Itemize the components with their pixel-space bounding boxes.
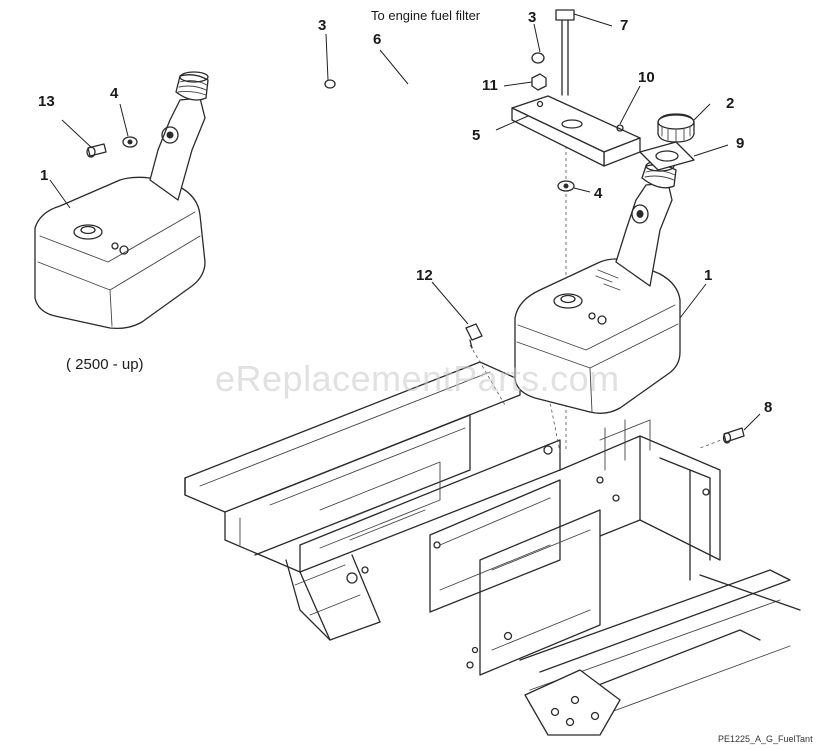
fuel-tank-main bbox=[514, 160, 681, 414]
label-part-5: 5 bbox=[472, 127, 481, 144]
label-part-3-left: 3 bbox=[318, 17, 327, 34]
label-part-10: 10 bbox=[638, 69, 655, 86]
fuel-line bbox=[338, 40, 532, 102]
watermark: eReplacementParts.com bbox=[215, 358, 620, 399]
bolt-frame bbox=[722, 427, 745, 444]
label-part-11: 11 bbox=[482, 77, 498, 94]
label-part-7: 7 bbox=[620, 17, 629, 34]
label-part-2: 2 bbox=[726, 95, 735, 112]
label-part-6: 6 bbox=[373, 31, 382, 48]
label-part-3-right: 3 bbox=[528, 9, 537, 26]
washer-center bbox=[557, 180, 575, 192]
hose-clamp-right bbox=[531, 52, 545, 64]
label-part-9: 9 bbox=[736, 135, 745, 152]
hose-clamp-left bbox=[324, 79, 336, 89]
cap-gasket bbox=[639, 141, 695, 171]
drawing-reference: PE1225_A_G_FuelTant bbox=[718, 734, 813, 744]
nut bbox=[531, 73, 547, 91]
label-part-4-left: 4 bbox=[110, 85, 119, 102]
bolt-top bbox=[555, 9, 575, 96]
label-part-4-center: 4 bbox=[594, 185, 603, 202]
label-part-12: 12 bbox=[416, 267, 433, 284]
clip bbox=[465, 323, 483, 349]
label-part-13: 13 bbox=[38, 93, 55, 110]
fuel-cap bbox=[657, 113, 695, 143]
label-part-1-variant: 1 bbox=[40, 167, 49, 184]
tank-bracket bbox=[511, 95, 641, 167]
label-part-1-main: 1 bbox=[704, 267, 713, 284]
label-part-8: 8 bbox=[764, 399, 773, 416]
fuel-tank-variant bbox=[34, 71, 209, 330]
variant-note: ( 2500 - up) bbox=[66, 356, 144, 373]
chassis-frame bbox=[184, 361, 801, 736]
fuel-line-note: To engine fuel filter bbox=[371, 8, 481, 23]
leader-lines bbox=[49, 13, 761, 431]
